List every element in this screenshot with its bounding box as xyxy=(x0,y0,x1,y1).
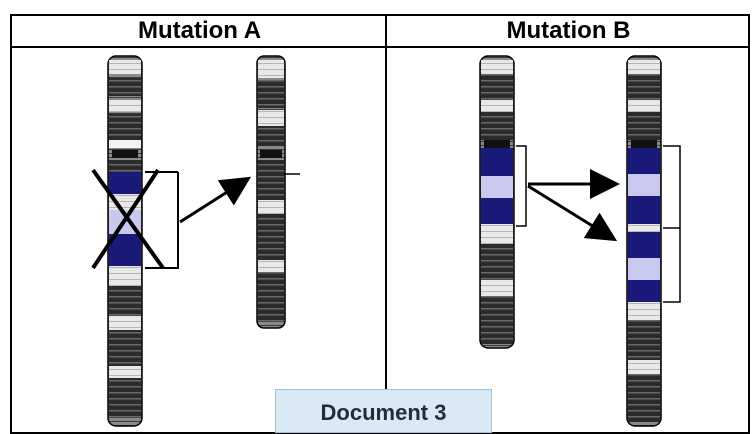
deletion-cross xyxy=(91,168,165,270)
chromosome-b-result xyxy=(527,55,681,427)
duplicated-segment-b xyxy=(481,148,513,176)
duplicate-copy-1 xyxy=(628,148,660,174)
deleted-segment-a xyxy=(109,172,141,194)
translocation-arrow xyxy=(179,176,252,224)
chromosome-a-target xyxy=(179,55,300,329)
header-divider xyxy=(12,46,748,48)
mutation-b-header: Mutation B xyxy=(506,17,631,44)
mutation-a-header: Mutation A xyxy=(137,17,262,44)
duplication-arrow-2 xyxy=(527,184,618,242)
duplicate-copy-2 xyxy=(628,232,660,258)
chromosome-a-original xyxy=(91,55,179,427)
document-label: Document 3 xyxy=(275,389,492,433)
column-divider xyxy=(385,16,387,432)
chromosome-b-original xyxy=(479,55,527,349)
